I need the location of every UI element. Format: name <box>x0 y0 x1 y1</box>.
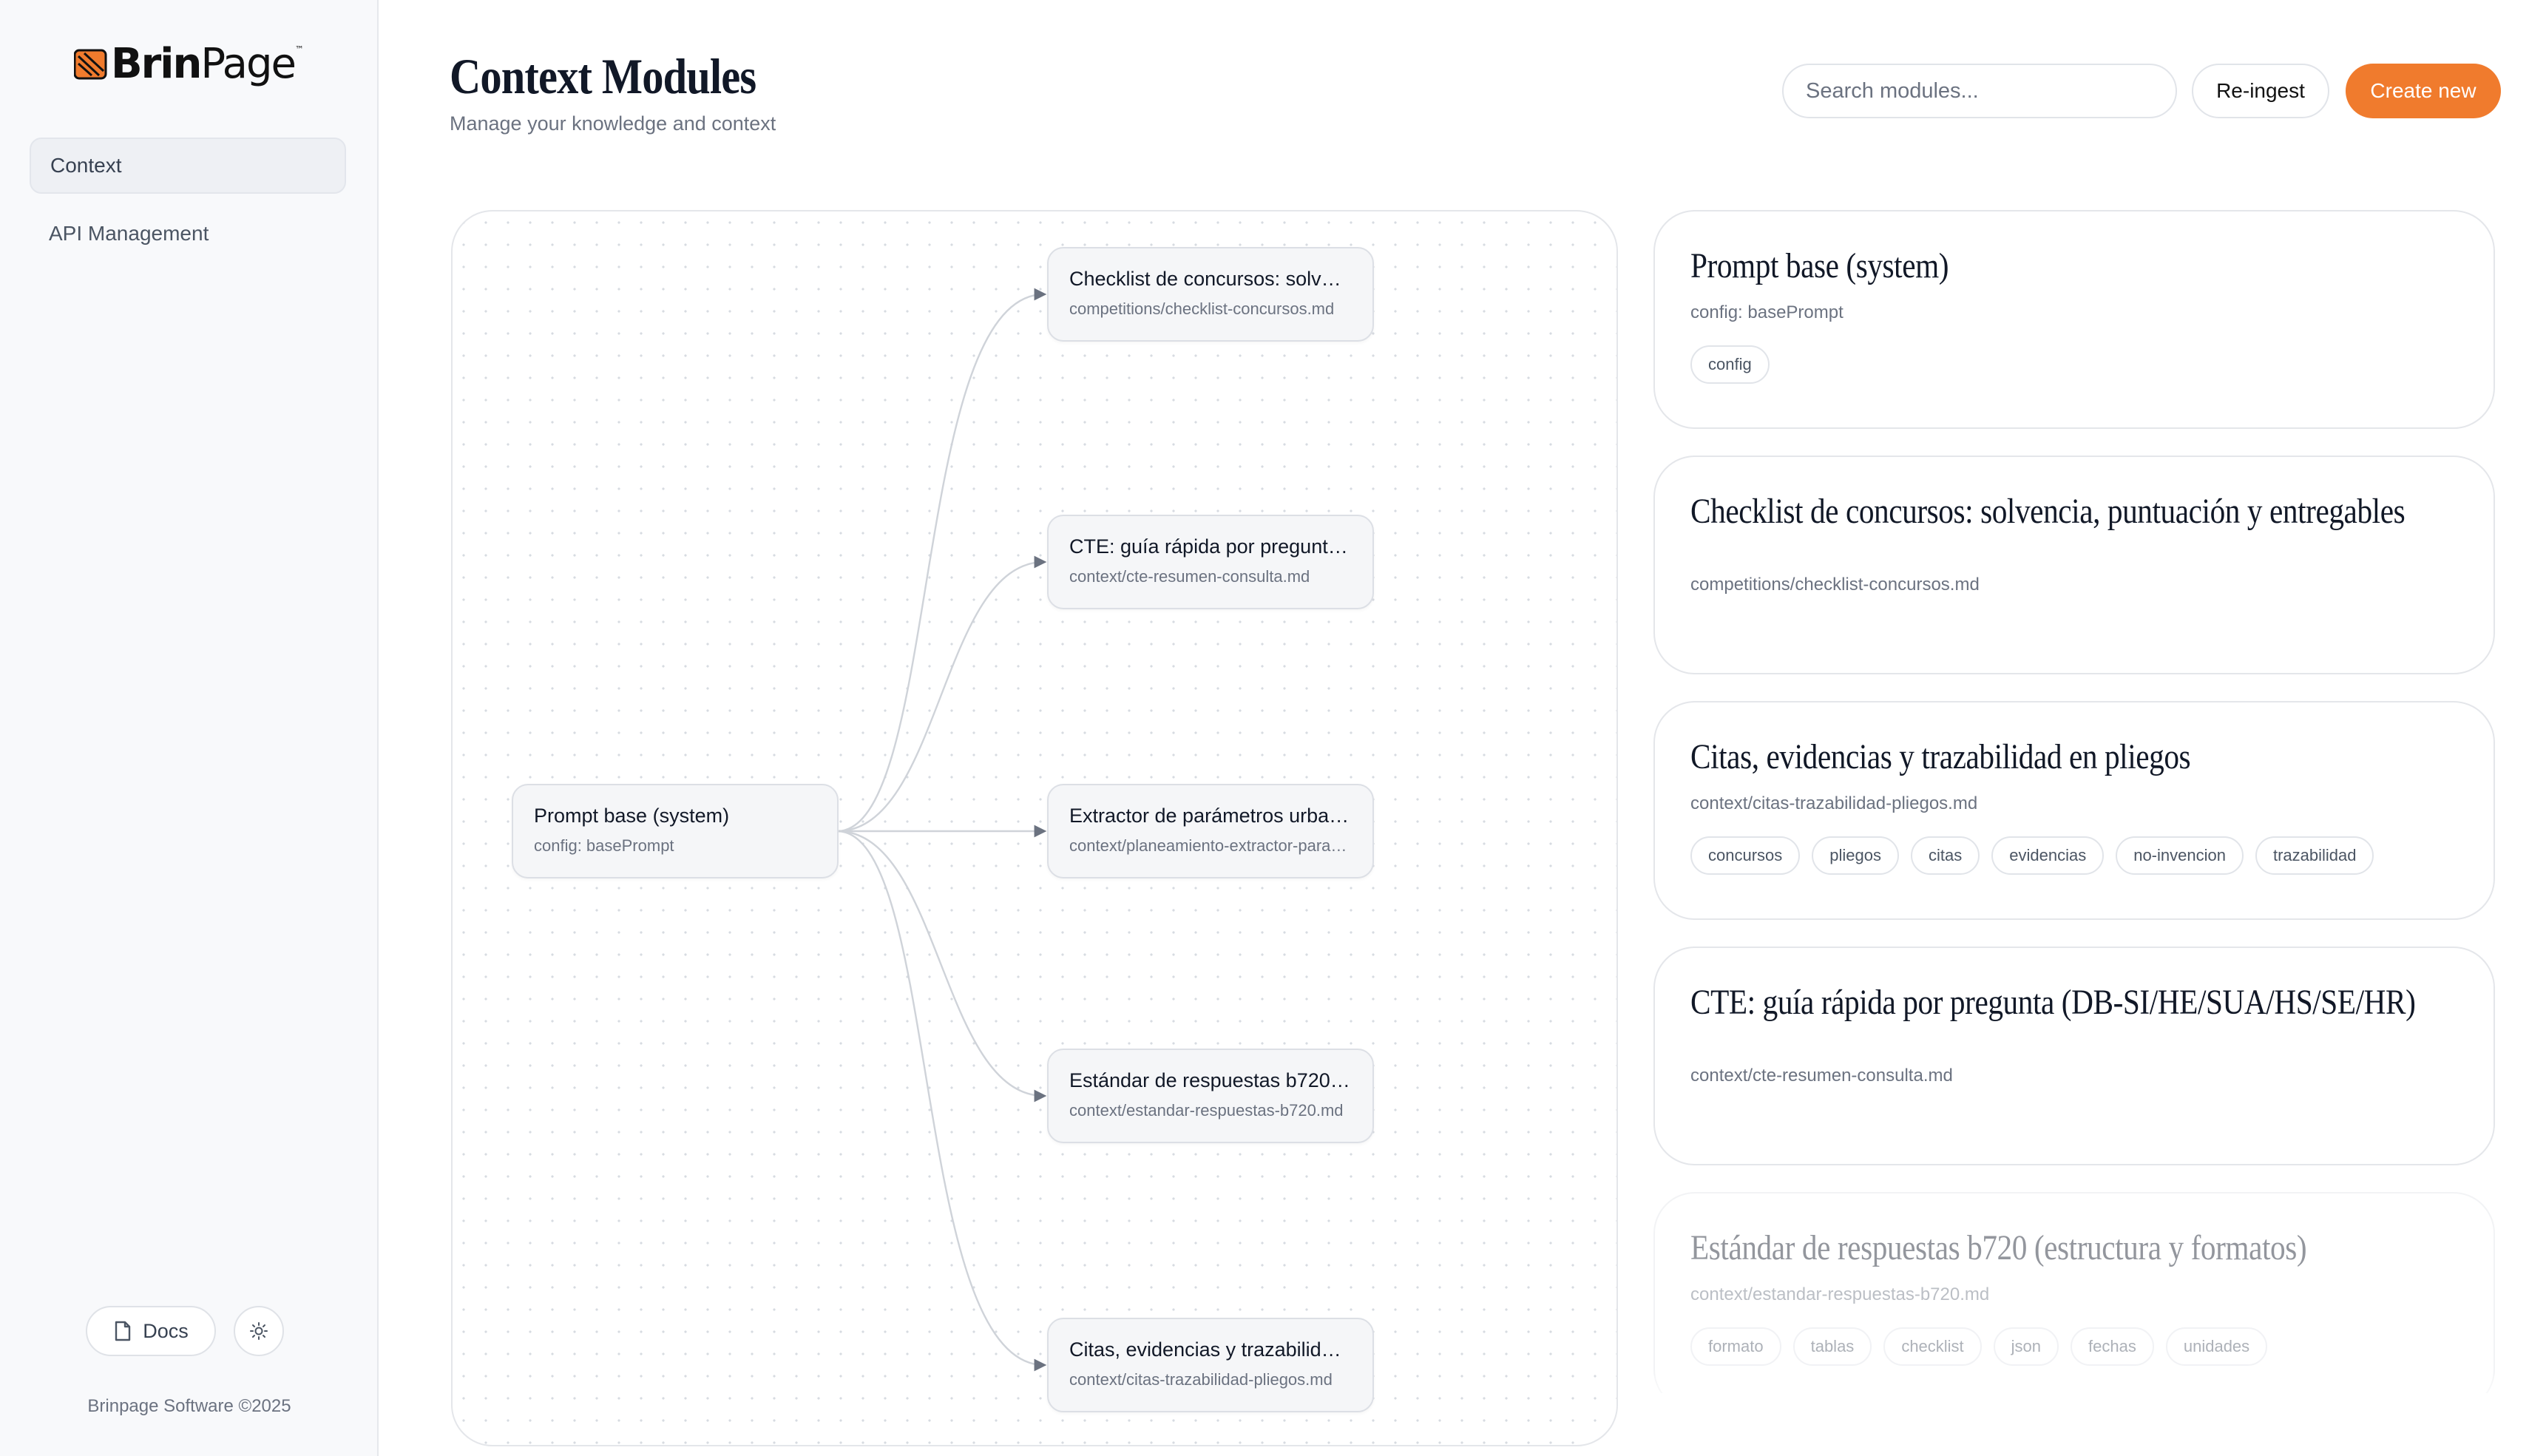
card-path: context/citas-trazabilidad-pliegos.md <box>1690 793 1978 813</box>
card-path: config: basePrompt <box>1690 302 1844 322</box>
sidebar-item-label: API Management <box>49 222 209 245</box>
tag[interactable]: config <box>1690 345 1770 384</box>
node-path: context/cte-resumen-consulta.md <box>1069 567 1310 586</box>
card-title: Estándar de respuestas b720 (estructura … <box>1690 1228 2307 1267</box>
graph-node-root[interactable]: Prompt base (system) config: basePrompt <box>512 784 839 878</box>
sidebar-item-label: Context <box>50 154 122 177</box>
create-new-button[interactable]: Create new <box>2346 64 2501 118</box>
card-title: CTE: guía rápida por pregunta (DB-SI/HE/… <box>1690 983 2416 1022</box>
tag-list: concursos pliegos citas evidencias no-in… <box>1690 836 2494 875</box>
module-graph-panel[interactable]: Prompt base (system) config: basePrompt … <box>451 210 1618 1446</box>
theme-toggle-button[interactable] <box>234 1306 284 1356</box>
graph-edges <box>836 288 1047 1372</box>
module-card[interactable]: Prompt base (system) config: basePrompt … <box>1653 210 2495 429</box>
card-title: Prompt base (system) <box>1690 246 1949 285</box>
node-path: config: basePrompt <box>534 836 674 855</box>
copyright-text: Brinpage Software ©2025 <box>87 1396 291 1416</box>
docs-label: Docs <box>143 1319 189 1342</box>
card-path: competitions/checklist-concursos.md <box>1690 575 1980 595</box>
node-path: context/planeamiento-extractor-parametro… <box>1069 836 1352 855</box>
node-path: context/citas-trazabilidad-pliegos.md <box>1069 1370 1333 1389</box>
graph-node[interactable]: CTE: guía rápida por pregunta (DB-SI/HE/… <box>1047 515 1374 609</box>
file-icon <box>115 1321 131 1341</box>
module-card[interactable]: Estándar de respuestas b720 (estructura … <box>1653 1192 2495 1393</box>
card-title: Checklist de concursos: solvencia, puntu… <box>1690 492 2406 531</box>
tag[interactable]: fechas <box>2071 1327 2154 1366</box>
graph-node[interactable]: Estándar de respuestas b720 (estructura … <box>1047 1049 1374 1143</box>
search-input[interactable] <box>1782 64 2177 118</box>
node-title: Checklist de concursos: solvencia, puntu… <box>1069 268 1352 290</box>
sidebar: BrinPage™ Context API Management Docs Br… <box>0 0 379 1456</box>
page-title: Context Modules <box>450 48 756 104</box>
node-path: competitions/checklist-concursos.md <box>1069 299 1335 318</box>
logo-mark-icon <box>74 49 107 79</box>
graph-edge <box>836 288 1047 833</box>
node-title: CTE: guía rápida por pregunta (DB-SI/HE/… <box>1069 535 1352 558</box>
brinpage-logo[interactable]: BrinPage™ <box>74 40 304 88</box>
tag[interactable]: pliegos <box>1812 836 1899 875</box>
node-title: Citas, evidencias y trazabilidad en plie… <box>1069 1338 1352 1361</box>
tag-list: config <box>1690 345 2494 384</box>
sun-icon <box>250 1322 268 1340</box>
sidebar-item-api-management[interactable]: API Management <box>30 206 346 262</box>
graph-edge <box>836 830 1047 1103</box>
graph-node[interactable]: Extractor de parámetros urbanísticos con… <box>1047 784 1374 878</box>
tag[interactable]: trazabilidad <box>2255 836 2374 875</box>
tag[interactable]: citas <box>1911 836 1980 875</box>
node-title: Estándar de respuestas b720 (estructura … <box>1069 1069 1352 1091</box>
card-path: context/estandar-respuestas-b720.md <box>1690 1284 1990 1304</box>
tag[interactable]: json <box>1993 1327 2059 1366</box>
scroll-fade-overlay <box>1649 1375 2507 1456</box>
tag[interactable]: checklist <box>1883 1327 1982 1366</box>
card-title: Citas, evidencias y trazabilidad en plie… <box>1690 737 2191 776</box>
tag-list: formato tablas checklist json fechas uni… <box>1690 1327 2494 1366</box>
tag[interactable]: tablas <box>1792 1327 1872 1366</box>
module-card[interactable]: Citas, evidencias y trazabilidad en plie… <box>1653 701 2495 920</box>
page-subtitle: Manage your knowledge and context <box>450 112 776 135</box>
graph-edge <box>836 555 1047 833</box>
node-path: context/estandar-respuestas-b720.md <box>1069 1101 1344 1120</box>
reingest-button[interactable]: Re-ingest <box>2192 64 2329 118</box>
docs-button[interactable]: Docs <box>86 1306 216 1356</box>
tag[interactable]: unidades <box>2165 1327 2268 1366</box>
tag[interactable]: no-invencion <box>2116 836 2244 875</box>
node-title: Prompt base (system) <box>534 805 730 827</box>
graph-node[interactable]: Checklist de concursos: solvencia, puntu… <box>1047 247 1374 342</box>
sidebar-item-context[interactable]: Context <box>30 138 346 194</box>
graph-node[interactable]: Citas, evidencias y trazabilidad en plie… <box>1047 1318 1374 1412</box>
card-path: context/cte-resumen-consulta.md <box>1690 1066 1953 1086</box>
module-card[interactable]: CTE: guía rápida por pregunta (DB-SI/HE/… <box>1653 947 2495 1165</box>
module-card[interactable]: Checklist de concursos: solvencia, puntu… <box>1653 456 2495 674</box>
logo-text: BrinPage™ <box>111 40 304 88</box>
tag[interactable]: formato <box>1690 1327 1781 1366</box>
graph-edge <box>836 830 1047 1372</box>
tag[interactable]: evidencias <box>1991 836 2105 875</box>
tag[interactable]: concursos <box>1690 836 1801 875</box>
module-cards-list[interactable]: Prompt base (system) config: basePrompt … <box>1653 210 2496 1393</box>
node-title: Extractor de parámetros urbanísticos <box>1069 805 1352 827</box>
